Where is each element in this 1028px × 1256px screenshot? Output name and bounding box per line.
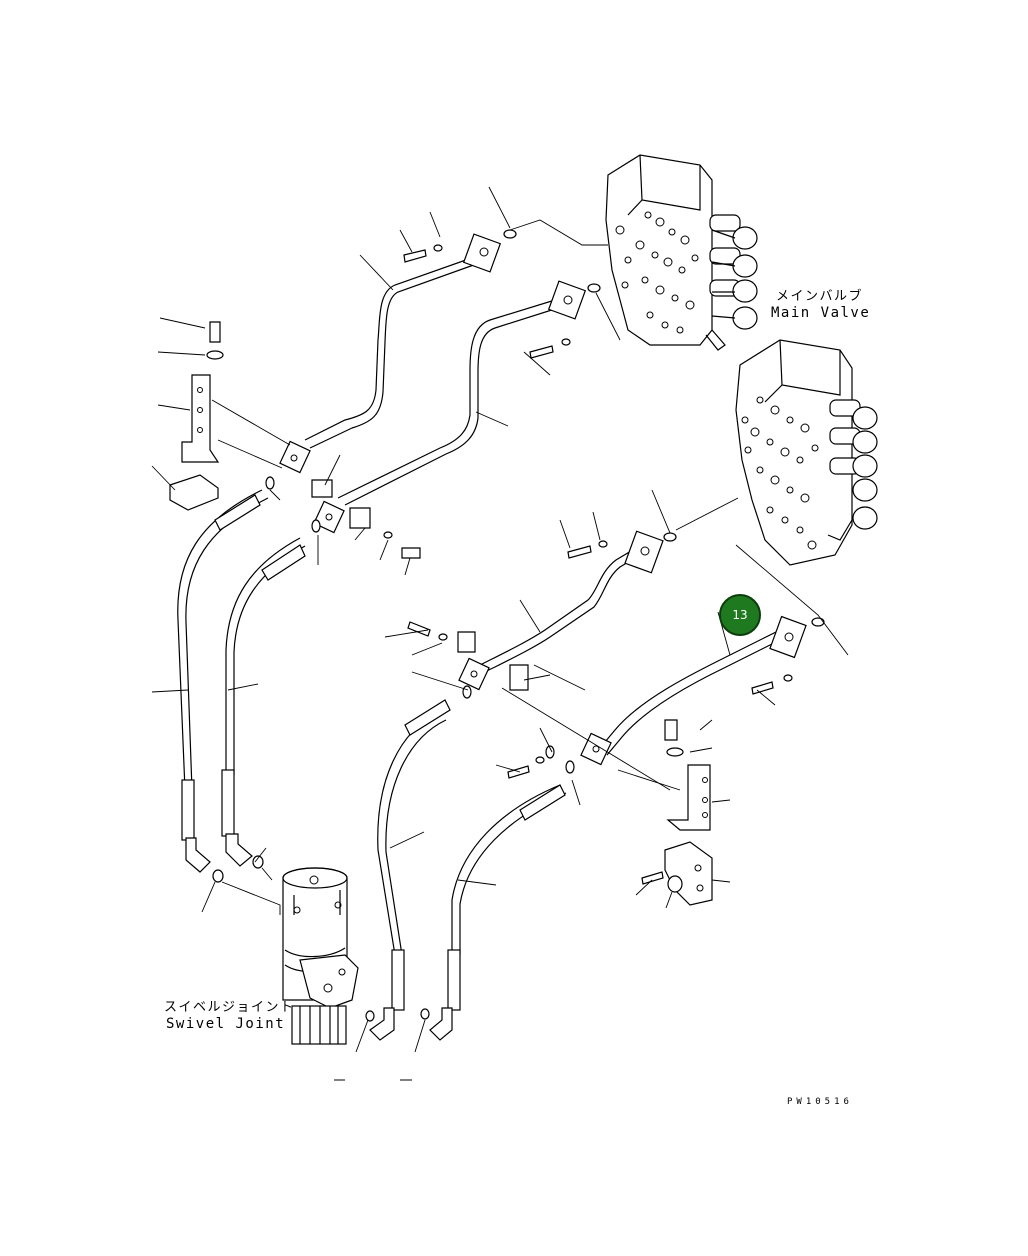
lower-main-valve	[735, 339, 878, 566]
lower-tubes	[457, 530, 807, 766]
hoses	[177, 489, 567, 1041]
callout-badge-13[interactable]: 13	[719, 594, 761, 636]
upper-main-valve	[605, 154, 758, 351]
drawing-code: PW10516	[787, 1097, 853, 1107]
main-valve-label-jp: メインバルブ	[776, 289, 864, 304]
swivel-joint-label-jp: スイベルジョイント	[164, 1000, 295, 1015]
swivel-joint	[282, 867, 359, 1045]
upper-tubes	[279, 233, 587, 534]
bolts-and-orings	[206, 229, 825, 1022]
leader-lines	[151, 186, 849, 1081]
main-valve-label-en: Main Valve	[771, 305, 871, 321]
swivel-joint-label-en: Swivel Joint	[166, 1016, 286, 1032]
